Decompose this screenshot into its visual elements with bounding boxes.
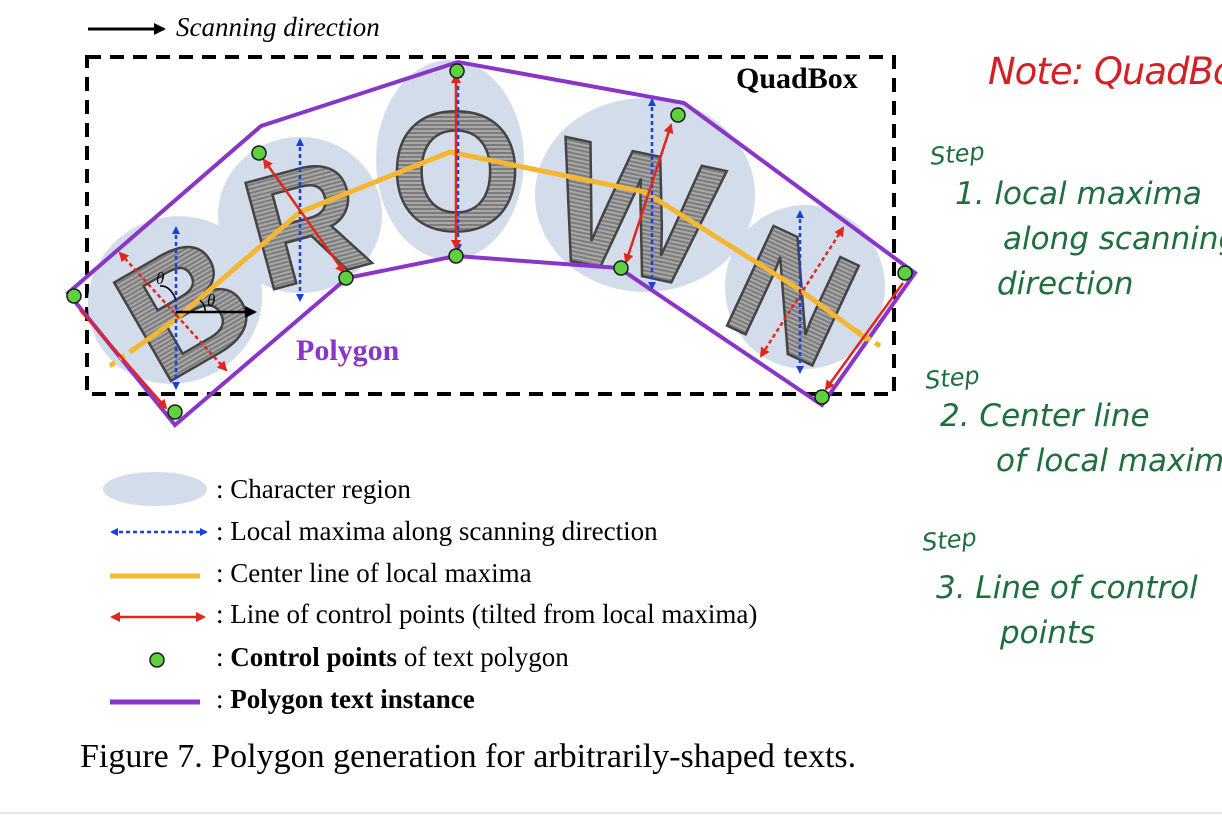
legend-text: : Character region [216,473,411,504]
control-point [251,145,267,161]
bottom-divider [0,812,1222,814]
quadbox-rectangle [85,55,896,396]
control-point [613,260,629,276]
legend-bold-text: Control points [230,641,398,672]
step-2-line-2: of local maxima [996,442,1222,479]
theta-arc-lower [199,299,206,313]
step-1-label: Step [928,137,986,171]
control-line-b [118,251,228,372]
text-polygon [65,59,918,428]
legend-blue-arrow-icon [100,512,215,550]
legend-text: : Local maxima along scanning direction [216,515,658,546]
control-point [338,270,354,286]
control-point [670,107,686,123]
character-region-o [376,60,524,260]
theta-arc-upper [159,285,177,301]
handwritten-note: Note: QuadBox [988,50,1222,93]
step-1-text: 1. local maxima along scanning direction [955,172,1222,307]
control-point [167,404,183,420]
step-1-line-1: 1. local maxima [955,176,1202,212]
legend-text: : Polygon text instance [216,683,475,714]
control-point [897,265,913,281]
polygon-label: Polygon [296,334,400,367]
step-1-line-3: direction [997,265,1134,302]
control-point-lines [79,73,905,410]
legend-text: : Control points of text polygon [216,641,569,672]
control-line-w [623,123,674,264]
legend-green-dot-icon [100,638,215,676]
theta-label-upper: θ [156,269,164,288]
legend-row-polygon: : Polygon text instance [100,680,475,718]
quadbox-label: QuadBox [736,62,858,95]
step-2-label: Step [923,361,981,395]
legend-yellow-line-icon [100,554,215,592]
step-1-line-2: along scanning [1003,220,1222,257]
step-2-line-1: 2. Center line [940,398,1150,434]
legend-row-center-line: : Center line of local maxima [100,554,532,592]
step-2-text: 2. Center line of local maxima [940,394,1222,484]
figure-caption: Figure 7. Polygon generation for arbitra… [80,738,857,775]
legend-bold-text: Polygon text instance [230,683,475,714]
step-3-text: 3. Line of control points [936,566,1198,656]
scanning-direction-label: Scanning direction [176,12,380,42]
legend-purple-line-icon [100,680,215,718]
step-3-label: Step [920,523,978,557]
legend-row-control-points: : Control points of text polygon [100,638,569,676]
legend-text: : Line of control points (tilted from lo… [216,598,758,629]
control-line-r [262,158,346,274]
control-points [66,63,913,420]
legend-row-character-region: : Character region [100,470,411,508]
legend-character-region-swatch [100,470,215,508]
control-line-end [824,282,905,391]
control-point [448,248,464,264]
step-3-line-1: 3. Line of control [936,570,1198,606]
legend-text-rest: of text polygon [397,641,569,672]
legend-text: : Center line of local maxima [216,557,532,588]
legend-row-local-maxima: : Local maxima along scanning direction [100,512,658,550]
control-line-n [759,226,845,358]
theta-label-lower: θ [207,291,215,310]
legend-red-arrow-icon [100,595,215,633]
control-point [814,389,830,405]
control-point [66,288,82,304]
legend-row-control-line: : Line of control points (tilted from lo… [100,595,757,633]
control-point [449,63,465,79]
step-3-line-2: points [1000,614,1096,651]
